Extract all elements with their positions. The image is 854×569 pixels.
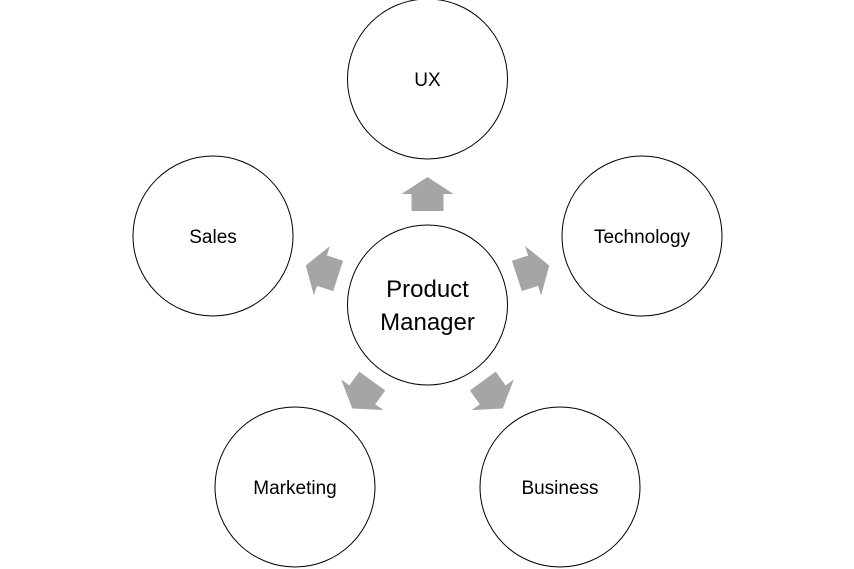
arrow-icon	[305, 245, 344, 296]
arrow-icon	[401, 177, 454, 211]
node-label: Sales	[189, 227, 237, 248]
node-technology: Technology	[561, 155, 723, 317]
center-node: Product Manager	[347, 224, 508, 386]
node-business: Business	[479, 406, 641, 568]
node-label: UX	[414, 70, 441, 91]
node-label: Technology	[594, 227, 691, 248]
arrow-icon	[341, 371, 386, 411]
node-label: Business	[521, 478, 598, 499]
center-label-line2: Manager	[380, 309, 475, 336]
node-circle	[561, 155, 723, 317]
center-label-line1: Product	[386, 276, 469, 303]
arrow-icon	[511, 245, 550, 296]
node-circle	[132, 155, 294, 317]
node-circle	[347, 0, 508, 160]
node-sales: Sales	[132, 155, 294, 317]
node-label: Marketing	[253, 478, 336, 499]
center-circle	[347, 224, 508, 386]
node-circle	[214, 406, 376, 568]
arrows	[305, 177, 550, 411]
arrow-icon	[469, 371, 514, 411]
node-ux: UX	[347, 0, 508, 160]
node-marketing: Marketing	[214, 406, 376, 568]
node-circle	[479, 406, 641, 568]
